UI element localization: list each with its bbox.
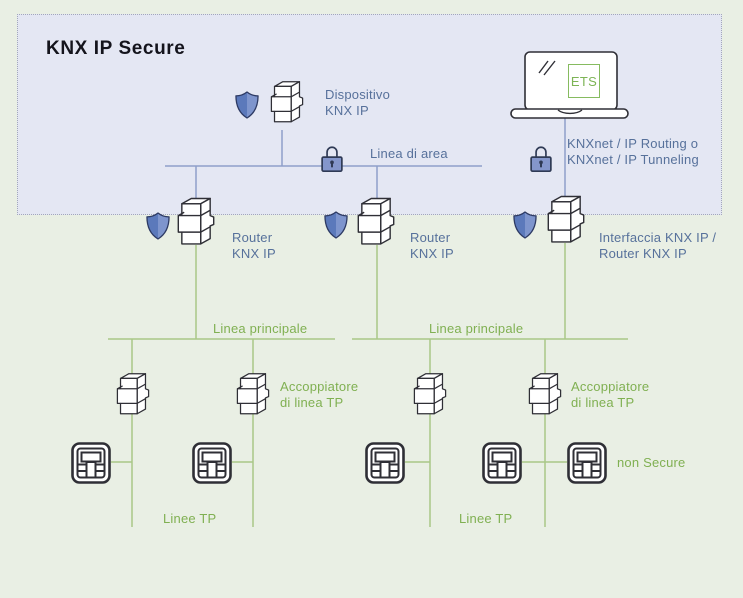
label-linea-di-area: Linea di area	[370, 146, 448, 161]
tp-device-icon	[192, 442, 232, 484]
coupler2-din-device-icon	[236, 373, 270, 415]
ip-lines	[165, 118, 566, 200]
label-accoppiatore-1: Accoppiatore di linea TP	[280, 379, 359, 410]
label-interfaccia-router: Interfaccia KNX IP / Router KNX IP	[599, 230, 717, 261]
tp-device-icon	[365, 442, 405, 484]
label-linee-tp-1: Linee TP	[163, 511, 217, 526]
label-linee-tp-2: Linee TP	[459, 511, 513, 526]
label-router-knx-ip-1: Router KNX IP	[232, 230, 276, 261]
label-linea-principale-2: Linea principale	[429, 321, 524, 336]
label-router-knx-ip-2: Router KNX IP	[410, 230, 454, 261]
coupler4-din-device-icon	[528, 373, 562, 415]
label-accoppiatore-2: Accoppiatore di linea TP	[571, 379, 650, 410]
label-knxnet-routing-tunneling: KNXnet / IP Routing o KNXnet / IP Tunnel…	[567, 136, 699, 167]
shield-icon	[513, 211, 537, 239]
tp-device-icon	[482, 442, 522, 484]
coupler3-din-device-icon	[413, 373, 447, 415]
tp-device-icon	[567, 442, 607, 484]
shield-icon	[235, 91, 259, 119]
shield-icon	[324, 211, 348, 239]
screen-glare-icon	[543, 60, 556, 76]
shield-icon	[146, 212, 170, 240]
label-dispositivo-knx-ip: Dispositivo KNX IP	[325, 87, 391, 118]
label-linea-principale-1: Linea principale	[213, 321, 308, 336]
router3-din-device-icon	[547, 195, 585, 243]
lock-icon	[530, 146, 552, 173]
router1-din-device-icon	[177, 197, 215, 245]
tp-lines	[108, 243, 628, 527]
lock-icon	[321, 146, 343, 173]
router2-din-device-icon	[357, 197, 395, 245]
coupler1-din-device-icon	[116, 373, 150, 415]
label-non-secure: non Secure	[617, 455, 686, 470]
tp-device-icon	[71, 442, 111, 484]
diagram-title: KNX IP Secure	[46, 38, 186, 59]
ets-badge: ETS	[568, 64, 600, 98]
knx-ip-device-icon	[270, 81, 304, 123]
screen-glare-icon	[538, 60, 549, 74]
